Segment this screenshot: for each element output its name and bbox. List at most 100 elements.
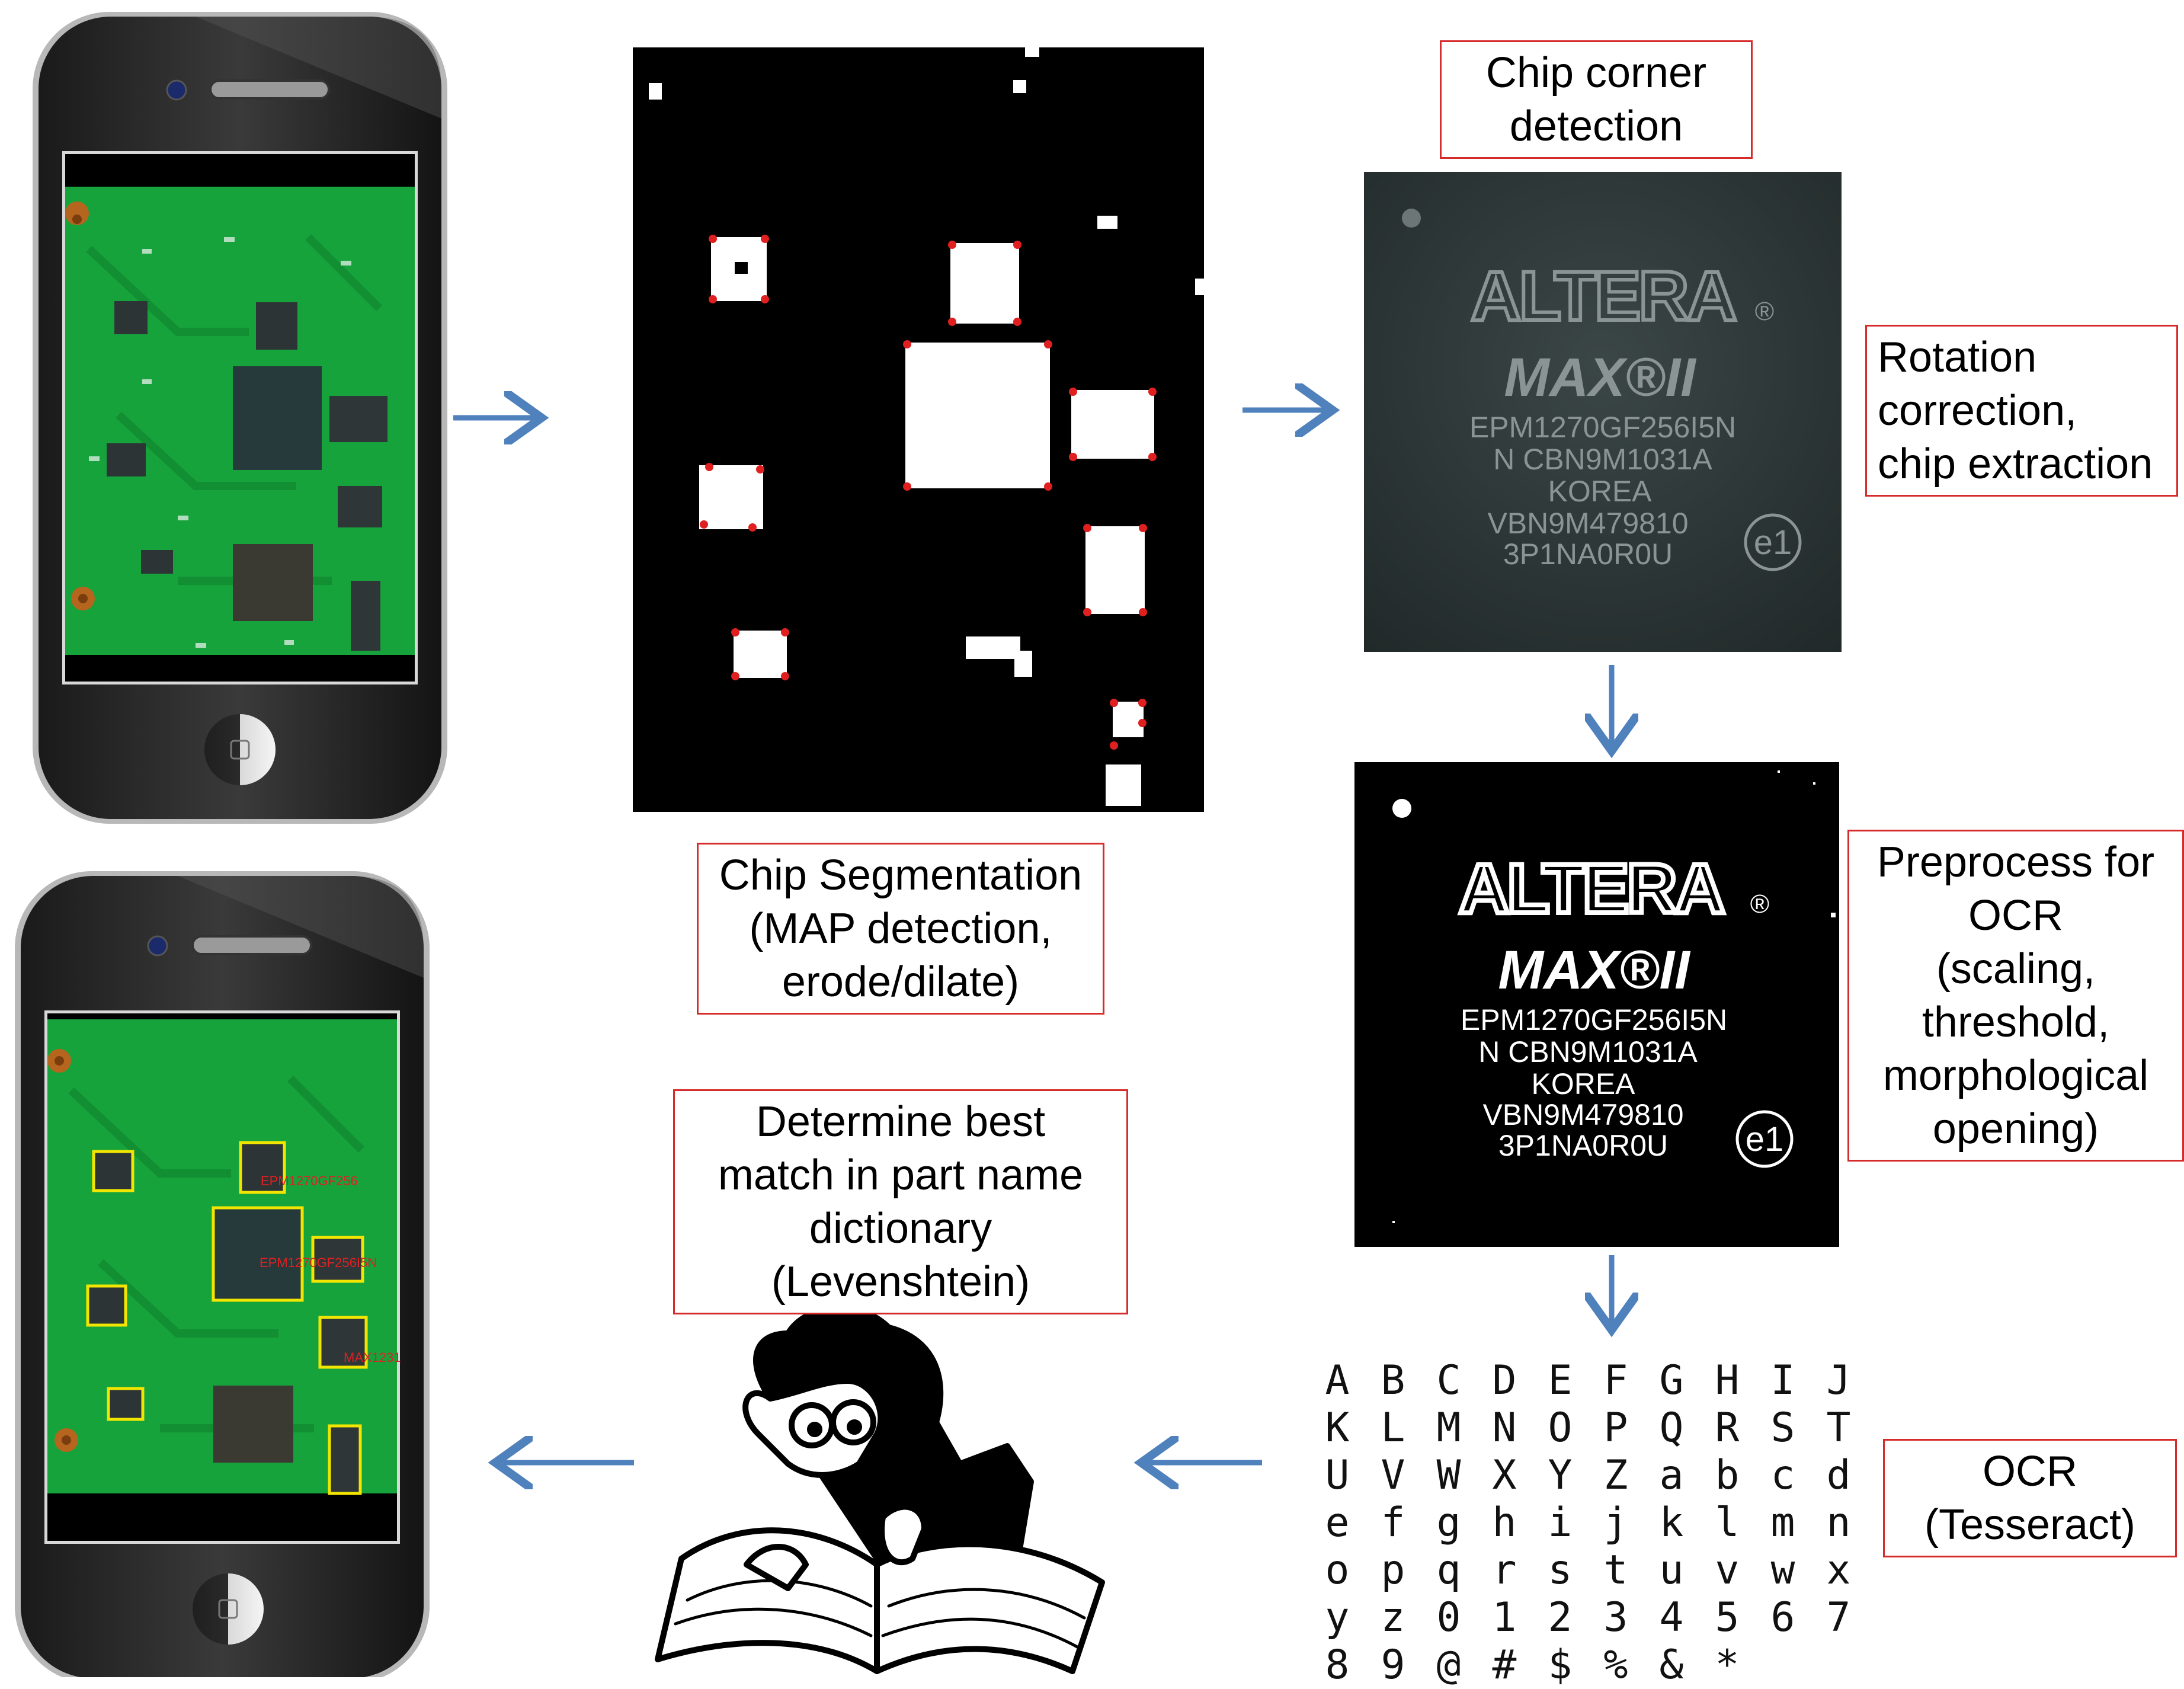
ocr-char: c xyxy=(1770,1452,1795,1499)
ocr-char: s xyxy=(1548,1547,1573,1594)
ocr-char: J xyxy=(1826,1357,1851,1404)
label-line: (Levenshtein) xyxy=(771,1258,1030,1306)
chip-line: KOREA xyxy=(1531,1067,1635,1101)
result-label: EPM1270GF256I5N xyxy=(260,1255,377,1270)
ocr-char: r xyxy=(1492,1547,1517,1594)
ocr-char: u xyxy=(1659,1547,1684,1594)
label-line: (scaling, xyxy=(1936,945,2096,993)
speaker-grille xyxy=(209,79,330,100)
ocr-char: A xyxy=(1325,1357,1350,1404)
ocr-char: e xyxy=(1325,1499,1350,1546)
ocr-char: 8 xyxy=(1325,1642,1350,1688)
preprocessed-image: ALTERA ® MAX®II EPM1270GF256I5N N CBN9M1… xyxy=(1354,762,1839,1247)
chip-brand: ALTERA xyxy=(1471,257,1736,335)
label-line: chip extraction xyxy=(1878,440,2153,488)
ocr-char: N xyxy=(1492,1405,1517,1451)
ocr-char: M xyxy=(1436,1405,1461,1451)
ocr-char: k xyxy=(1659,1499,1684,1546)
ocr-char: m xyxy=(1770,1499,1795,1546)
ocr-char: T xyxy=(1826,1405,1851,1451)
ocr-char: B xyxy=(1381,1357,1405,1404)
label-line: threshold, xyxy=(1922,999,2110,1046)
reader-illustration xyxy=(655,1305,1105,1674)
label-line: dictionary xyxy=(809,1205,992,1252)
ocr-char: z xyxy=(1381,1594,1405,1641)
ocr-char: D xyxy=(1492,1357,1517,1404)
ocr-char: 4 xyxy=(1659,1594,1684,1641)
ocr-char: b xyxy=(1715,1452,1740,1499)
ocr-tesseract-label: OCR (Tesseract) xyxy=(1883,1439,2177,1557)
ocr-char: K xyxy=(1325,1405,1350,1451)
ocr-char: w xyxy=(1770,1547,1795,1594)
chip-line: 3P1NA0R0U xyxy=(1503,538,1673,571)
ocr-char: F xyxy=(1603,1357,1628,1404)
phone-input xyxy=(33,12,447,824)
chip-family: MAX®II xyxy=(1498,940,1691,1000)
ocr-char: $ xyxy=(1548,1642,1573,1688)
ocr-char: P xyxy=(1603,1405,1628,1451)
label-line: Preprocess for xyxy=(1876,839,2155,886)
flow-arrows xyxy=(453,410,1612,1463)
camera-icon xyxy=(166,79,187,101)
chip-registered: ® xyxy=(1750,890,1769,919)
ocr-char: % xyxy=(1603,1642,1628,1688)
ocr-char: 9 xyxy=(1381,1642,1405,1688)
chip-line: N CBN9M1031A xyxy=(1493,443,1712,476)
label-line: opening) xyxy=(1932,1105,2099,1153)
corner-markers xyxy=(700,235,1157,750)
label-line: Chip corner xyxy=(1485,49,1707,97)
ocr-char: 5 xyxy=(1715,1594,1740,1641)
chip-registered: ® xyxy=(1755,297,1774,326)
ocr-char: h xyxy=(1492,1499,1517,1546)
ocr-char: v xyxy=(1715,1547,1740,1594)
ocr-char: R xyxy=(1715,1405,1740,1451)
ocr-char: 1 xyxy=(1492,1594,1517,1641)
phone-result: EPM1270GF256 EPM1270GF256I5N MAX1231 xyxy=(15,871,430,1677)
label-line: (MAP detection, xyxy=(749,905,1052,952)
label-line: OCR xyxy=(1983,1448,2077,1495)
ocr-char: & xyxy=(1659,1642,1684,1688)
ocr-char: n xyxy=(1826,1499,1851,1546)
ocr-char: g xyxy=(1436,1499,1461,1546)
ocr-char: Y xyxy=(1548,1452,1573,1499)
ocr-char: x xyxy=(1826,1547,1851,1594)
segmentation-image xyxy=(633,47,1204,812)
label-line: morphological xyxy=(1882,1052,2149,1099)
label-line: Determine best xyxy=(755,1098,1046,1146)
ocr-char: p xyxy=(1381,1547,1405,1594)
ocr-char: 6 xyxy=(1770,1594,1795,1641)
ocr-char: W xyxy=(1436,1452,1461,1499)
ocr-char: U xyxy=(1325,1452,1350,1499)
label-line: OCR xyxy=(1968,892,2063,939)
best-match-label: Determine best match in part name dictio… xyxy=(673,1089,1128,1314)
ocr-char: l xyxy=(1715,1499,1740,1546)
label-line: detection xyxy=(1509,103,1683,150)
ocr-char: S xyxy=(1770,1405,1795,1451)
chip-photo: ALTERA ® MAX®II EPM1270GF256I5N N CBN9M1… xyxy=(1364,172,1842,652)
ocr-char: Z xyxy=(1603,1452,1628,1499)
ocr-char: 3 xyxy=(1603,1594,1628,1641)
ocr-char: 7 xyxy=(1826,1594,1851,1641)
preprocess-ocr-label: Preprocess for OCR (scaling, threshold, … xyxy=(1847,830,2184,1162)
ocr-char: X xyxy=(1492,1452,1517,1499)
ocr-char: C xyxy=(1436,1357,1461,1404)
ocr-char: V xyxy=(1381,1452,1405,1499)
ocr-char: G xyxy=(1659,1357,1684,1404)
label-line: correction, xyxy=(1878,387,2077,434)
chip-line: KOREA xyxy=(1548,475,1652,508)
ocr-char: 2 xyxy=(1548,1594,1573,1641)
ocr-char: H xyxy=(1715,1357,1740,1404)
rotation-correction-label: Rotation correction, chip extraction xyxy=(1865,325,2178,497)
chip-line: N CBN9M1031A xyxy=(1478,1035,1698,1069)
ocr-char: Q xyxy=(1659,1405,1684,1451)
speaker-grille xyxy=(191,935,312,955)
label-line: (Tesseract) xyxy=(1924,1501,2136,1549)
ocr-char: q xyxy=(1436,1547,1461,1594)
